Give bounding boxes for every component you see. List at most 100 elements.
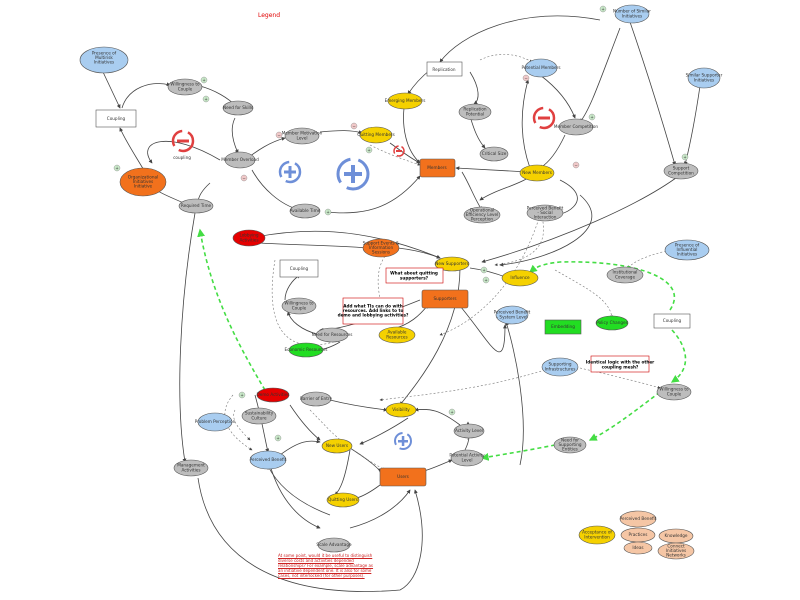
label-perceived-benefit-system: Perceived Benefit- System Level [494,310,531,320]
node-similar-supporter[interactable] [687,67,721,89]
node-barrier-entry[interactable] [300,391,332,407]
node-supporting-infra[interactable] [541,357,579,377]
node-new-users[interactable] [321,438,353,454]
legend-title: Legend [258,12,280,19]
node-supporters[interactable] [421,289,469,309]
node-number-similar[interactable] [614,4,650,24]
annotation-note: At some point, would it be useful to dis… [278,553,374,578]
label-required-time: Required Time [181,203,212,208]
node-replication-potential[interactable] [458,103,492,121]
note-add-what [342,297,404,325]
node-need-for-resources[interactable] [315,327,349,343]
node-member-motivation[interactable] [284,127,320,145]
node-need-supporting[interactable] [553,436,587,454]
node-willingness-mid[interactable] [281,297,317,315]
svg-text:+: + [202,78,205,83]
label-new-members: New Members [522,170,552,175]
svg-text:+: + [240,393,243,398]
node-org-initiatives[interactable] [119,167,167,197]
label-quitting-users: Quitting Users [328,497,358,502]
node-economic-resources[interactable] [288,342,324,358]
node-available-time[interactable] [289,203,321,219]
label-influence: Influence [510,275,530,280]
node-lobbying[interactable] [232,229,266,247]
node-support-events[interactable] [362,238,400,258]
node-institutional-coverage[interactable] [606,266,644,284]
node-potential-activity[interactable] [450,449,484,467]
node-problem-perception[interactable] [197,412,233,432]
node-potential-members[interactable] [524,58,558,78]
node-perceived-benefit[interactable] [249,450,287,470]
legend-acceptance[interactable] [578,525,616,545]
svg-text:−: − [524,76,527,81]
node-support-competition[interactable] [663,162,699,180]
label-economic-resources: Economic Resources [285,347,328,352]
svg-text:+: + [204,97,207,102]
legend-ideas[interactable] [623,541,653,555]
reinforcing-loop-icon [278,160,302,184]
node-activity-level[interactable] [453,423,485,439]
node-replication[interactable] [426,61,463,77]
node-willingness-right[interactable] [656,383,692,401]
legend-connect-initiatives[interactable] [657,542,695,560]
node-need-for-skills[interactable] [222,100,254,116]
node-quitting-users[interactable] [326,492,360,508]
node-emerging-members[interactable] [387,92,423,110]
svg-text:−: − [574,163,577,168]
svg-text:+: + [482,268,485,273]
svg-text:+: + [601,7,604,12]
node-users[interactable] [379,467,427,487]
node-visibility[interactable] [385,402,417,418]
label-perceived-benefit-legend: Perceived Benefit [620,516,657,521]
node-members[interactable] [419,158,456,178]
node-new-supporters[interactable] [434,256,470,272]
node-presence-multirisk[interactable] [79,46,129,74]
label-policy-changes: Policy Changes [596,320,628,325]
balancing-loop-icon [393,145,405,157]
node-member-competition[interactable] [558,118,594,136]
label-problem-perception: Problem Perception [195,419,236,424]
node-influence[interactable] [501,269,539,287]
node-required-time[interactable] [178,198,214,214]
balancing-loop-icon [171,129,195,153]
node-presence-influential[interactable] [664,239,710,261]
node-policy-changes[interactable] [595,315,629,331]
node-scale-advantage[interactable] [317,537,351,553]
svg-text:−: − [277,133,280,138]
node-perceived-benefit-system[interactable] [495,305,529,325]
node-member-overload[interactable] [224,151,256,169]
label-perceived-benefit: Perceived Benefit [250,457,287,462]
node-sustainability-culture[interactable] [241,407,277,425]
node-embedding[interactable] [544,319,582,335]
node-coupling-top[interactable] [95,109,137,128]
node-management-activities[interactable] [173,459,209,477]
node-quitting-members[interactable] [359,126,393,144]
label-embedding: Embedding [551,324,575,329]
label-barrier-entry: Barrier of Entry [300,396,333,401]
reinforcing-loop-icon [394,432,412,450]
node-critical-size[interactable] [479,146,509,162]
label-member-competition: Member Competition [554,124,599,129]
node-willingness-top[interactable] [167,78,203,96]
label-coupling-top: Coupling [107,116,126,121]
node-coupling-right[interactable] [653,313,691,329]
legend-perceived-benefit[interactable] [619,510,657,528]
node-demo-activities[interactable] [256,387,290,403]
node-coupling-mid[interactable] [279,259,319,278]
label-scale-advantage: Scale Advantage [316,542,352,547]
node-new-members[interactable] [519,164,555,182]
node-opt-efficiency[interactable] [463,206,501,224]
node-perceived-benefit-social[interactable] [526,204,564,222]
green-influence-links [197,228,687,461]
node-available-resources[interactable] [378,326,416,344]
